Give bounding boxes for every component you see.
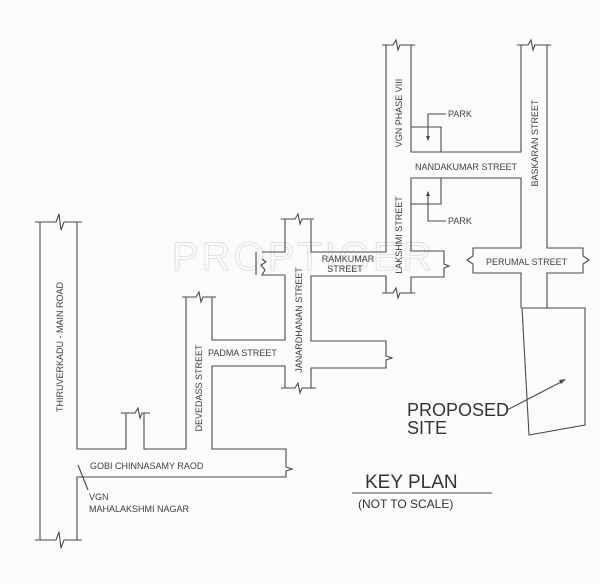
lakshmi-street-label: LAKSHMI STREET (394, 196, 404, 274)
vgn-phase-label: VGN PHASE VIII (394, 79, 404, 148)
main-road-outline (35, 38, 590, 549)
key-plan-title: KEY PLAN (365, 472, 458, 493)
ramkumar-street-label-1: RAMKUMAR (322, 254, 375, 264)
vgn-label-1: VGN (89, 492, 109, 502)
proposed-site-plot (521, 307, 586, 436)
perumal-street-label: PERUMAL STREET (486, 257, 568, 267)
gobi-road-label: GOBI CHINNASAMY RAOD (90, 461, 204, 471)
nandakumar-street-label: NANDAKUMAR STREET (415, 162, 518, 172)
janardhanan-street-label: JANARDHANAN STREET (294, 267, 304, 373)
park-label-1: PARK (448, 109, 472, 119)
vgn-leader-line (77, 464, 89, 491)
park-markers (411, 113, 446, 222)
vgn-label-2: MAHALAKSHMI NAGAR (89, 504, 190, 514)
park-label-2: PARK (448, 216, 472, 226)
devedass-street-label: DEVEDASS STREET (194, 344, 204, 432)
site-leader-line (506, 380, 564, 411)
baskaran-street-label: BASKARAN STREET (530, 99, 540, 187)
not-to-scale-note: (NOT TO SCALE) (358, 497, 453, 511)
watermark: PROPTIGER (172, 235, 435, 279)
ramkumar-street-label-2: STREET (327, 264, 363, 274)
proposed-site-label-2: SITE (407, 418, 447, 438)
main-road-label: THIRUVERKADU - MAIN ROAD (55, 281, 65, 412)
proposed-site-label-1: PROPOSED (407, 400, 509, 420)
padma-street-label: PADMA STREET (208, 348, 277, 358)
